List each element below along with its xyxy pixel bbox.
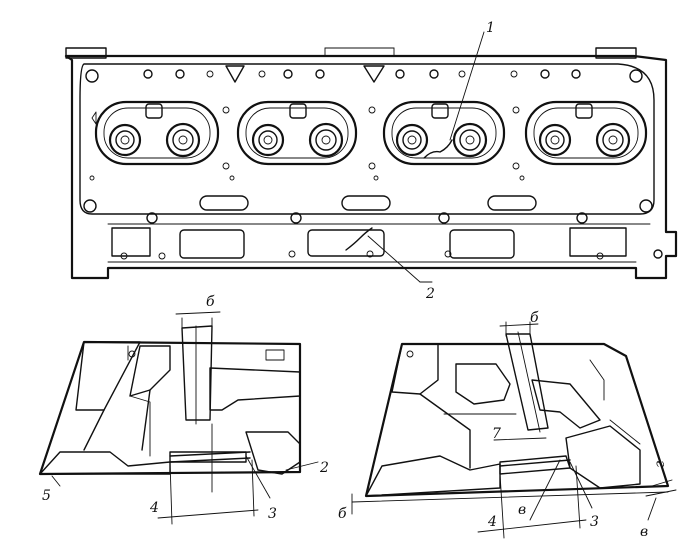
left-label-b: б	[206, 294, 215, 310]
left-end-tab	[65, 47, 107, 59]
cylinder-head-top-view: 1 2	[64, 20, 678, 302]
spark-plug-bosses	[145, 103, 593, 119]
crack-1-line	[423, 139, 453, 159]
left-label-2: 2	[319, 460, 329, 476]
right-end-tab	[595, 47, 637, 59]
right-label-v: в	[518, 502, 526, 518]
chamber-4	[524, 100, 648, 166]
right-label-g: г	[652, 461, 668, 468]
water-ports	[91, 65, 537, 211]
head-outline	[64, 54, 678, 280]
callout-1-label: 1	[486, 20, 495, 36]
right-label-b2: б	[338, 506, 347, 522]
valve-seats	[108, 122, 631, 158]
combustion-chambers	[94, 100, 648, 166]
chamber-3	[382, 100, 506, 166]
callout-2-label: 2	[425, 286, 435, 302]
right-section-view: б 7 б 4 в 3 г в	[338, 310, 677, 540]
left-label-4: 4	[149, 500, 159, 516]
bolt-holes	[83, 69, 663, 259]
right-label-v2: в	[640, 524, 648, 540]
left-dim-4	[157, 509, 259, 519]
left-valve-guide	[181, 325, 213, 421]
right-label-4: 4	[487, 514, 497, 530]
right-label-b: б	[530, 310, 539, 326]
chamber-2	[236, 100, 358, 166]
right-section-outline	[364, 342, 670, 498]
right-valve-guide	[505, 333, 549, 431]
left-section-hatch-upper	[75, 341, 141, 411]
right-label-7: 7	[492, 426, 501, 442]
left-dim-b	[175, 311, 221, 315]
crack-2-line	[345, 227, 373, 251]
right-dim-4	[477, 519, 587, 533]
left-section-view: б 4 3 2 5	[38, 294, 329, 525]
left-label-5: 5	[42, 488, 51, 504]
left-label-3: 3	[268, 506, 277, 522]
water-jacket	[107, 223, 651, 263]
right-baseline	[351, 491, 669, 503]
right-dim-7	[493, 437, 547, 441]
leader-2	[367, 235, 421, 283]
left-section-outline	[38, 340, 302, 476]
right-section-hatch-upper	[391, 343, 439, 395]
right-label-3: 3	[590, 514, 599, 530]
leader-1	[449, 31, 485, 141]
gasket-border	[79, 63, 655, 215]
chamber-1	[94, 100, 220, 166]
right-dim-b	[499, 323, 539, 327]
